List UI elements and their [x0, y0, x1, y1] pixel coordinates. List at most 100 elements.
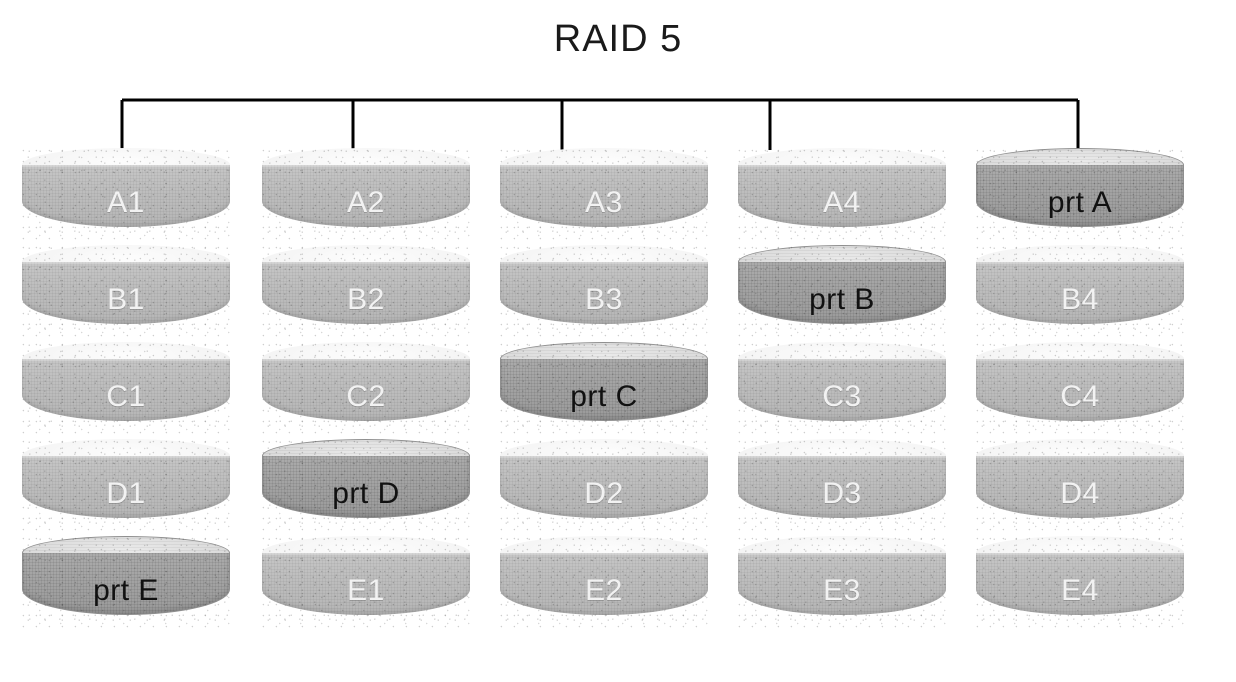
cylinder-body: [738, 359, 946, 421]
raid-bracket: [120, 98, 1080, 150]
block-label: E1: [347, 574, 385, 607]
disk-block-disk-3-row3[interactable]: prt C: [500, 342, 708, 438]
block-label: D4: [1060, 477, 1100, 510]
disk-block-disk-4-row1[interactable]: A4: [738, 148, 946, 244]
block-label: B3: [585, 283, 623, 316]
parity-cylinder-icon: prt B: [738, 245, 946, 341]
disk-column-5: E4 D4 C4 B4 prt A: [976, 148, 1184, 658]
cylinder-body: [500, 456, 708, 518]
cylinder-body: [976, 262, 1184, 324]
cylinder-body: [976, 553, 1184, 615]
block-label: A4: [823, 186, 861, 219]
cylinder-body: [976, 456, 1184, 518]
disk-block-disk-1-row1[interactable]: A1: [22, 148, 230, 244]
cylinder-body: [22, 553, 230, 615]
cylinder-body: [738, 262, 946, 324]
cylinder-body: [500, 553, 708, 615]
data-cylinder-icon: C3: [738, 342, 946, 438]
data-cylinder-icon: C1: [22, 342, 230, 438]
cylinder-body: [500, 262, 708, 324]
cylinder-body: [738, 456, 946, 518]
data-cylinder-icon: B1: [22, 245, 230, 341]
cylinder-body: [22, 456, 230, 518]
cylinder-body: [738, 553, 946, 615]
disk-block-disk-2-row1[interactable]: A2: [262, 148, 470, 244]
data-cylinder-icon: B3: [500, 245, 708, 341]
disk-block-disk-5-row4[interactable]: D4: [976, 439, 1184, 535]
data-cylinder-icon: E2: [500, 536, 708, 632]
disk-block-disk-1-row5[interactable]: prt E: [22, 536, 230, 632]
parity-cylinder-icon: prt A: [976, 148, 1184, 244]
disk-block-disk-1-row4[interactable]: D1: [22, 439, 230, 535]
data-cylinder-icon: A3: [500, 148, 708, 244]
data-cylinder-icon: C2: [262, 342, 470, 438]
data-cylinder-icon: A1: [22, 148, 230, 244]
disk-block-disk-5-row2[interactable]: B4: [976, 245, 1184, 341]
disk-block-disk-2-row5[interactable]: E1: [262, 536, 470, 632]
cylinder-body: [500, 359, 708, 421]
cylinder-body: [500, 165, 708, 227]
disk-block-disk-2-row3[interactable]: C2: [262, 342, 470, 438]
disk-block-disk-3-row1[interactable]: A3: [500, 148, 708, 244]
disk-block-disk-5-row1[interactable]: prt A: [976, 148, 1184, 244]
block-label: C3: [822, 380, 862, 413]
data-cylinder-icon: A2: [262, 148, 470, 244]
block-label: A2: [347, 186, 385, 219]
block-label: C2: [346, 380, 386, 413]
cylinder-body: [976, 359, 1184, 421]
cylinder-body: [22, 359, 230, 421]
disk-block-disk-4-row3[interactable]: C3: [738, 342, 946, 438]
block-label: prt E: [93, 574, 159, 607]
parity-cylinder-icon: prt D: [262, 439, 470, 535]
data-cylinder-icon: E3: [738, 536, 946, 632]
cylinder-body: [262, 553, 470, 615]
page-title: RAID 5: [553, 18, 683, 60]
disk-block-disk-2-row2[interactable]: B2: [262, 245, 470, 341]
cylinder-body: [262, 165, 470, 227]
data-cylinder-icon: D3: [738, 439, 946, 535]
disk-block-disk-2-row4[interactable]: prt D: [262, 439, 470, 535]
disk-block-disk-1-row2[interactable]: B1: [22, 245, 230, 341]
data-cylinder-icon: E4: [976, 536, 1184, 632]
disk-column-3: E2 D2 prt C B3 A3: [500, 148, 708, 658]
disk-block-disk-3-row5[interactable]: E2: [500, 536, 708, 632]
data-cylinder-icon: A4: [738, 148, 946, 244]
disk-column-2: E1 prt D C2 B2 A2: [262, 148, 470, 658]
block-label: C4: [1060, 380, 1100, 413]
disk-column-4: E3 D3 C3 prt B A4: [738, 148, 946, 658]
data-cylinder-icon: D2: [500, 439, 708, 535]
disk-block-disk-1-row3[interactable]: C1: [22, 342, 230, 438]
disk-block-disk-5-row3[interactable]: C4: [976, 342, 1184, 438]
block-label: C1: [106, 380, 146, 413]
disk-block-disk-4-row5[interactable]: E3: [738, 536, 946, 632]
block-label: D1: [106, 477, 146, 510]
parity-cylinder-icon: prt C: [500, 342, 708, 438]
data-cylinder-icon: D4: [976, 439, 1184, 535]
block-label: B2: [347, 283, 385, 316]
block-label: prt B: [809, 283, 875, 316]
cylinder-body: [262, 262, 470, 324]
disk-block-disk-3-row4[interactable]: D2: [500, 439, 708, 535]
disk-block-disk-4-row4[interactable]: D3: [738, 439, 946, 535]
cylinder-body: [22, 165, 230, 227]
block-label: prt D: [332, 477, 400, 510]
data-cylinder-icon: E1: [262, 536, 470, 632]
disk-block-disk-3-row2[interactable]: B3: [500, 245, 708, 341]
block-label: E3: [823, 574, 861, 607]
disk-column-1: prt E D1 C1 B1 A1: [22, 148, 230, 658]
block-label: A3: [585, 186, 623, 219]
block-label: E2: [585, 574, 623, 607]
disk-block-disk-4-row2[interactable]: prt B: [738, 245, 946, 341]
block-label: D3: [822, 477, 862, 510]
block-label: B4: [1061, 283, 1099, 316]
cylinder-body: [262, 456, 470, 518]
data-cylinder-icon: B4: [976, 245, 1184, 341]
disk-block-disk-5-row5[interactable]: E4: [976, 536, 1184, 632]
block-label: B1: [107, 283, 145, 316]
parity-cylinder-icon: prt E: [22, 536, 230, 632]
data-cylinder-icon: C4: [976, 342, 1184, 438]
block-label: prt C: [570, 380, 638, 413]
cylinder-body: [738, 165, 946, 227]
data-cylinder-icon: D1: [22, 439, 230, 535]
